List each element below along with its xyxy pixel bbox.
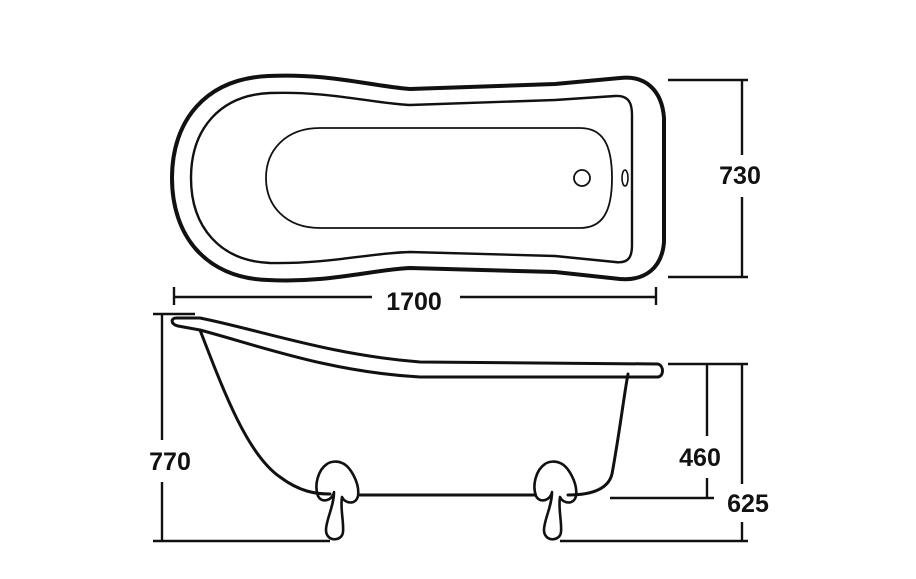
dimension-label-770: 770 <box>149 448 191 476</box>
dimension-460: 460 <box>610 362 721 500</box>
dimension-label-625: 625 <box>727 490 769 518</box>
dimension-1700: 1700 <box>172 287 658 316</box>
plug-hole <box>573 169 591 187</box>
claw-foot-right <box>533 460 578 541</box>
dimension-625: 625 <box>714 362 769 541</box>
claw-foot-left <box>315 460 360 541</box>
dimension-label-460: 460 <box>679 444 721 472</box>
plan-basin <box>265 127 613 229</box>
dimension-label-1700: 1700 <box>386 288 442 316</box>
side-rim <box>170 316 664 379</box>
dimension-770: 770 <box>149 312 330 543</box>
dimension-730: 730 <box>668 78 761 279</box>
plan-view <box>170 73 666 283</box>
plan-inner-rim <box>189 91 634 265</box>
dimension-label-730: 730 <box>719 162 761 190</box>
side-body <box>198 328 630 497</box>
overflow-outlet <box>621 169 629 187</box>
plan-outer-rim <box>170 73 666 283</box>
side-view <box>170 316 664 541</box>
